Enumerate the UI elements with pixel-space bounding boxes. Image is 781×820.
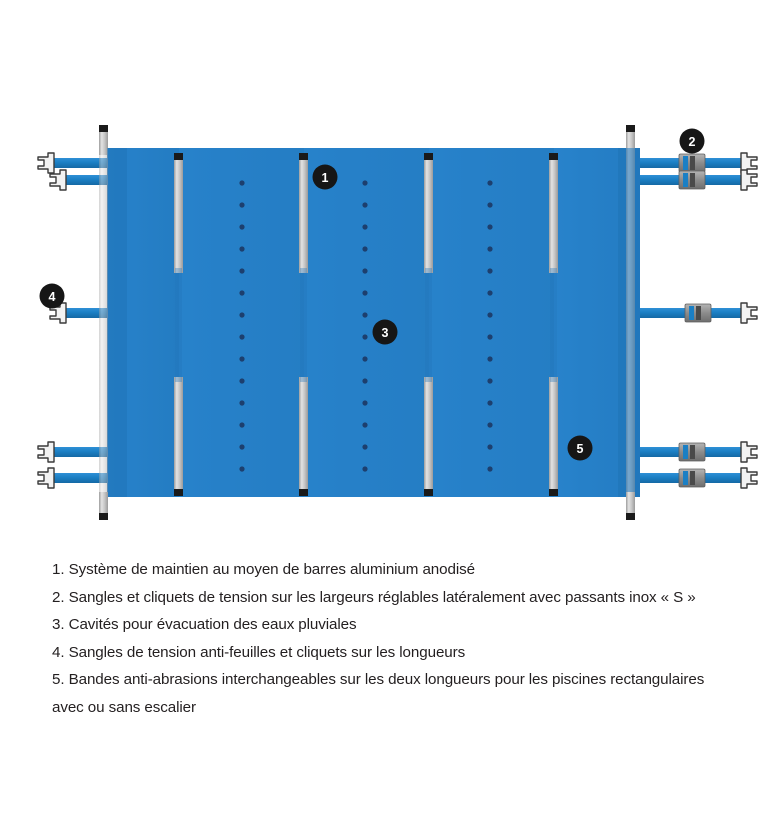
bars-bottom-protruding bbox=[99, 492, 635, 520]
callout-badge-1-label: 1 bbox=[322, 171, 329, 185]
strap-left-top-1 bbox=[37, 152, 112, 174]
callout-badge-3[interactable]: 3 bbox=[372, 319, 398, 345]
drainage-cavity-dots bbox=[239, 180, 493, 472]
ratchet-buckle-icon bbox=[678, 442, 706, 462]
callout-badge-4-label: 4 bbox=[49, 290, 56, 304]
s-hook-icon bbox=[740, 441, 758, 463]
s-hook-icon bbox=[740, 467, 758, 489]
strap-left-bottom-2 bbox=[37, 467, 112, 489]
ratchet-buckle-icon bbox=[684, 303, 712, 323]
bars-top-protruding bbox=[99, 125, 635, 155]
strap-right-bottom-1 bbox=[635, 441, 758, 463]
anti-abrasion-band-left bbox=[107, 148, 127, 497]
ratchet-buckle-icon bbox=[678, 170, 706, 190]
strap-left-bottom-1 bbox=[37, 441, 112, 463]
aluminium-bars bbox=[99, 148, 635, 497]
callout-badge-2-label: 2 bbox=[689, 135, 696, 149]
caption-item-5: 5. Bandes anti-abrasions interchangeable… bbox=[52, 671, 705, 716]
strap-right-bottom-2 bbox=[635, 467, 758, 489]
callout-badge-4[interactable]: 4 bbox=[39, 283, 65, 309]
s-hook-icon bbox=[37, 441, 55, 463]
strap-right-top-2 bbox=[635, 169, 758, 191]
callout-badge-5[interactable]: 5 bbox=[567, 435, 593, 461]
pool-cover-illustration: 1 2 3 4 5 bbox=[37, 125, 758, 520]
caption-item-3: 3. Cavités pour évacuation des eaux pluv… bbox=[52, 616, 357, 633]
pool-cover-body bbox=[107, 148, 640, 497]
pool-cover-diagram: 1 2 3 4 5 bbox=[37, 125, 758, 520]
callout-badge-5-label: 5 bbox=[577, 442, 584, 456]
strap-left-top-2 bbox=[49, 169, 112, 191]
callout-badge-1[interactable]: 1 bbox=[312, 164, 338, 190]
s-hook-icon bbox=[740, 169, 758, 191]
s-hook-icon bbox=[49, 169, 67, 191]
ratchet-buckle-icon bbox=[678, 468, 706, 488]
callout-badge-2[interactable]: 2 bbox=[679, 128, 705, 154]
callout-badge-3-label: 3 bbox=[382, 326, 389, 340]
strap-right-top-1 bbox=[635, 152, 758, 174]
straps-right-group bbox=[635, 152, 758, 489]
caption-item-2: 2. Sangles et cliquets de tension sur le… bbox=[52, 588, 696, 606]
straps-left-group bbox=[37, 152, 112, 489]
ratchet-buckle-icon bbox=[678, 153, 706, 173]
s-hook-icon bbox=[740, 302, 758, 324]
s-hook-icon bbox=[37, 152, 55, 174]
s-hook-icon bbox=[37, 467, 55, 489]
strap-right-middle bbox=[635, 302, 758, 324]
caption-item-4: 4. Sangles de tension anti-feuilles et c… bbox=[52, 643, 466, 661]
s-hook-icon bbox=[740, 152, 758, 174]
caption-item-1: 1. Système de maintien au moyen de barre… bbox=[52, 561, 475, 578]
caption-list: 1. Système de maintien au moyen de barre… bbox=[0, 556, 781, 721]
